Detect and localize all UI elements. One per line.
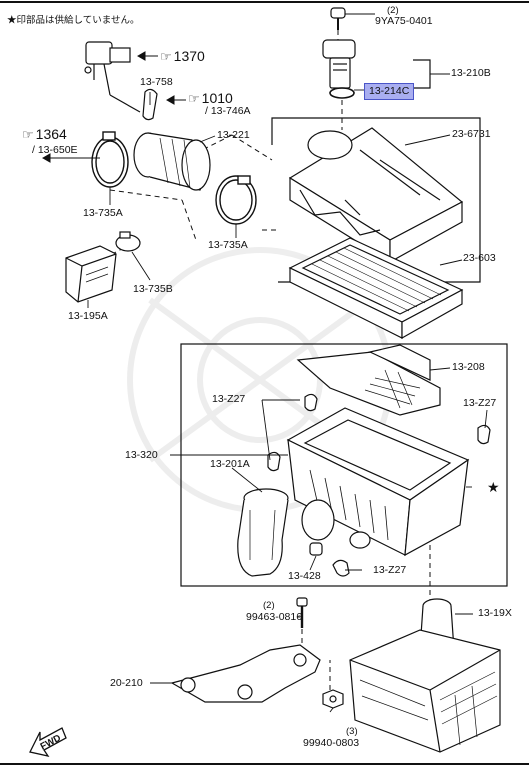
- label-13-z27-upper[interactable]: 13-Z27: [212, 393, 246, 405]
- label-13-208[interactable]: 13-208: [452, 361, 485, 373]
- throttle-body-13-221: [133, 132, 211, 191]
- label-13-735a-right[interactable]: 13-735A: [208, 239, 248, 251]
- label-23-6731[interactable]: 23-6731: [452, 128, 491, 140]
- clip-13-z27-upper-left: [304, 393, 318, 412]
- maf-sensor-13-210b: [322, 39, 356, 89]
- label-99463-0816[interactable]: 99463-0816: [246, 611, 303, 623]
- label-13-746a[interactable]: / 13-746A: [205, 105, 251, 117]
- ref-1010[interactable]: ☞1010: [188, 90, 233, 106]
- nut-99940: [322, 689, 344, 709]
- label-13-758[interactable]: 13-758: [140, 76, 173, 88]
- screw-9ya75: [330, 7, 346, 30]
- duct-13-201a: [237, 488, 289, 577]
- label-13-428[interactable]: 13-428: [288, 570, 321, 582]
- label-13-735a-left[interactable]: 13-735A: [83, 207, 123, 219]
- label-13-z27-right[interactable]: 13-Z27: [463, 397, 497, 409]
- note-not-supplied: ★印部品は供給していません。: [7, 15, 140, 26]
- label-99463-qty: (2): [263, 600, 275, 611]
- label-23-603[interactable]: 23-603: [463, 252, 496, 264]
- label-99940-qty: (3): [346, 726, 358, 737]
- clip-13-z27-right: [477, 424, 491, 445]
- hose-clamp-13-735a-right: [215, 175, 257, 225]
- pointing-hand-icon: ☞: [22, 127, 34, 142]
- fwd-arrow-icon: [29, 727, 67, 757]
- duct-guide-13-208: [296, 344, 441, 416]
- label-13-320[interactable]: 13-320: [125, 449, 158, 461]
- label-13-214c-highlighted[interactable]: 13-214C: [364, 83, 415, 100]
- air-cleaner-case: [286, 407, 470, 557]
- grommet-13-428: [309, 542, 323, 556]
- label-13-221[interactable]: 13-221: [217, 129, 250, 141]
- label-13-201a[interactable]: 13-201A: [210, 458, 250, 470]
- ref-1370[interactable]: ☞1370: [160, 48, 205, 64]
- pointing-hand-icon: ☞: [188, 91, 200, 106]
- label-13-735b[interactable]: 13-735B: [133, 283, 173, 295]
- label-9ya75-0401[interactable]: 9YA75-0401: [375, 15, 433, 27]
- label-99940-0803[interactable]: 99940-0803: [303, 737, 360, 749]
- label-star-not-supplied: ★: [487, 479, 500, 495]
- bolt-99463: [296, 597, 308, 628]
- ref-arrows: [41, 51, 186, 163]
- ref-1364[interactable]: ☞1364: [22, 126, 67, 142]
- lower-frame: [180, 343, 508, 587]
- clip-13-z27-lower: [332, 559, 350, 577]
- label-13-z27-lower[interactable]: 13-Z27: [373, 564, 407, 576]
- pointing-hand-icon: ☞: [160, 49, 172, 64]
- label-13-195a[interactable]: 13-195A: [68, 310, 108, 322]
- bracket-13-210b: [413, 59, 431, 89]
- callout-lines: [87, 13, 488, 713]
- bracket-20-210: [170, 644, 321, 703]
- label-9ya75-qty: (2): [387, 5, 399, 16]
- label-13-650e[interactable]: / 13-650E: [32, 144, 78, 156]
- label-13-210b[interactable]: 13-210B: [451, 67, 491, 79]
- o-ring-13-214c: [329, 87, 355, 99]
- air-cleaner-cover: [288, 127, 464, 264]
- resonator-13-195a: [65, 245, 117, 303]
- resonator-13-19x: [349, 598, 501, 753]
- solenoid-valve-1370: [84, 41, 141, 113]
- filter-element: [288, 237, 464, 340]
- label-20-210[interactable]: 20-210: [110, 677, 143, 689]
- clip-13-z27-left: [267, 451, 281, 472]
- hose-clamp-13-735a-left: [91, 131, 129, 188]
- hose-clamp-13-735b: [115, 231, 141, 252]
- label-13-19x[interactable]: 13-19X: [478, 607, 512, 619]
